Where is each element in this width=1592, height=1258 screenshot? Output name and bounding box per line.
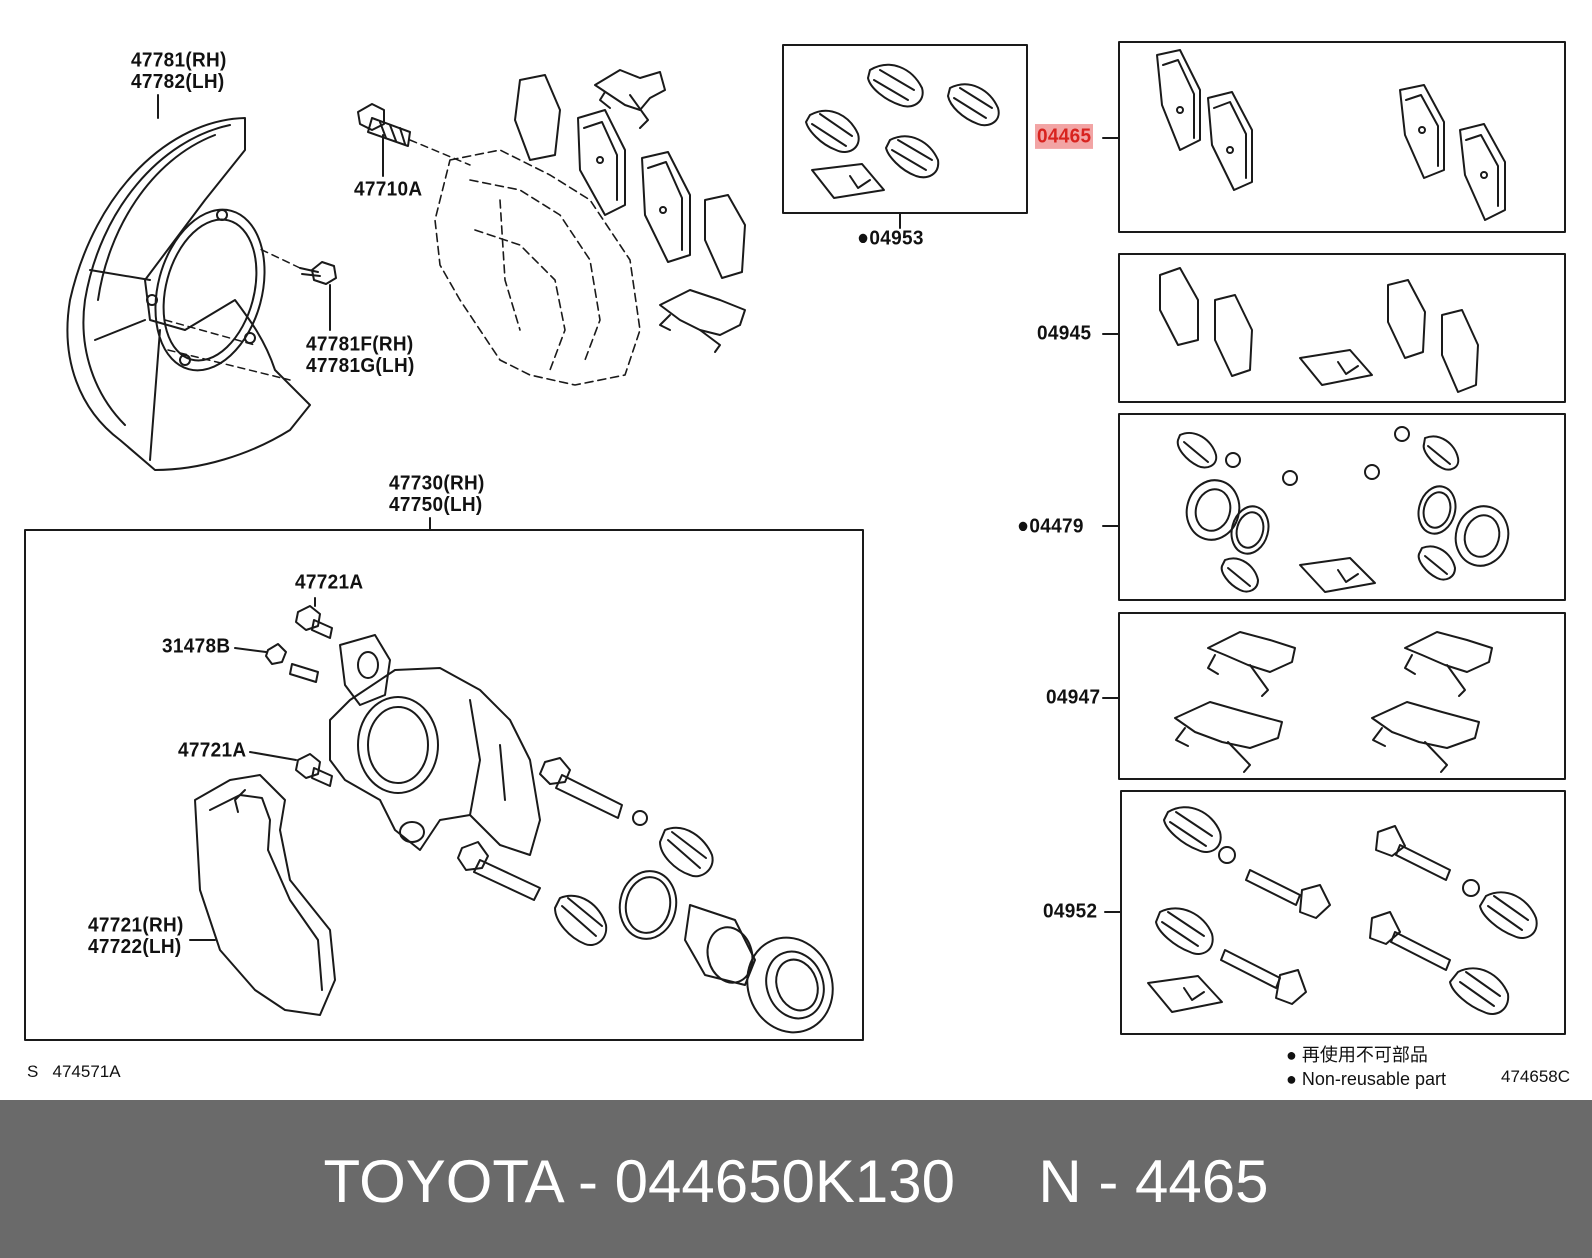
label-04952: 04952 xyxy=(1043,900,1098,923)
legend-line-en: ● Non-reusable part xyxy=(1286,1067,1446,1091)
diagram-code-right: 474658C xyxy=(1501,1067,1571,1086)
kit-04952-pins-boots-drawing xyxy=(1147,806,1538,1015)
footer-banner xyxy=(0,1100,1592,1258)
label-04953-text: 04953 xyxy=(869,227,924,250)
non-reusable-bullet-icon: ● xyxy=(1017,514,1030,538)
label-47721A-top: 47721A xyxy=(295,571,364,594)
boots-drawing xyxy=(554,826,714,946)
kit-box-04953 xyxy=(782,44,1028,214)
caliper-assembly-frame xyxy=(24,529,864,1041)
label-47721A-mid: 47721A xyxy=(178,739,247,762)
kit-04479-seals-drawing xyxy=(1176,426,1510,593)
legend-bullet-icon: ● xyxy=(1286,1069,1297,1089)
slide-pins-drawing xyxy=(457,757,648,901)
kit-04945-shims-drawing xyxy=(1159,267,1479,393)
kit-box-04947 xyxy=(1118,612,1566,780)
label-47750-lh: 47750(LH) xyxy=(389,493,483,517)
pads-upper-drawing xyxy=(514,74,746,279)
diagram-code-left: S 474571A xyxy=(27,1062,121,1082)
legend-en-text: Non-reusable part xyxy=(1301,1069,1446,1089)
label-47781G-lh: 47781G(LH) xyxy=(306,354,415,378)
bleeder-screws-drawing xyxy=(265,605,333,787)
non-reusable-bullet-icon: ● xyxy=(857,226,870,250)
kit-04947-clips-drawing xyxy=(1174,631,1493,773)
screw-47781F-drawing xyxy=(257,247,337,285)
leader-47721A-mid xyxy=(249,751,297,761)
label-04945: 04945 xyxy=(1037,322,1092,345)
non-reusable-legend: ● 再使用不可部品 ● Non-reusable part xyxy=(1286,1043,1446,1091)
pad-wear-plate-drawing xyxy=(194,774,336,1016)
brake-caliper-exploded-diagram xyxy=(24,41,1566,1041)
label-04953: ●04953 xyxy=(857,227,924,250)
label-04465-highlighted: 04465 xyxy=(1035,124,1094,149)
label-47782-lh: 47782(LH) xyxy=(131,70,225,94)
label-47721-rh: 47721(RH) xyxy=(88,914,184,937)
label-47781-rh: 47781(RH) xyxy=(131,49,227,72)
kit-04465-pads-drawing xyxy=(1156,49,1506,221)
label-47721-47722: 47721(RH) 47722(LH) xyxy=(88,915,184,958)
label-47730-47750: 47730(RH) 47750(LH) xyxy=(389,473,485,516)
label-47722-lh: 47722(LH) xyxy=(88,935,182,959)
label-47781-47782: 47781(RH) 47782(LH) xyxy=(131,50,227,93)
label-04465: 04465 xyxy=(1035,124,1094,149)
legend-jp-text: 再使用不可部品 xyxy=(1301,1045,1428,1065)
dust-shield-drawing xyxy=(66,117,311,471)
kit-box-04945 xyxy=(1118,253,1566,403)
label-04947: 04947 xyxy=(1046,686,1101,709)
piston-drawing xyxy=(684,904,756,986)
label-04479-text: 04479 xyxy=(1029,515,1084,538)
footer-part-title: TOYOTA - 044650K130 N - 4465 xyxy=(323,1148,1269,1215)
kit-04953-boots-drawing xyxy=(805,63,1000,199)
kit-box-04479 xyxy=(1118,413,1566,601)
leader-31478B xyxy=(234,647,267,653)
label-31478B: 31478B xyxy=(162,635,231,658)
legend-line-jp: ● 再使用不可部品 xyxy=(1286,1043,1446,1067)
bolt-47710A-drawing xyxy=(357,103,471,166)
label-47730-rh: 47730(RH) xyxy=(389,472,485,495)
caliper-body-drawing xyxy=(329,634,541,856)
legend-bullet-icon: ● xyxy=(1286,1045,1297,1065)
piston-seal-drawing xyxy=(618,870,678,940)
label-47710A: 47710A xyxy=(354,178,423,201)
shim-clip-lower-drawing xyxy=(659,289,746,353)
shim-clip-upper-drawing xyxy=(594,69,666,129)
label-04479: ●04479 xyxy=(1017,515,1084,538)
label-47781F-rh: 47781F(RH) xyxy=(306,333,414,356)
code-s: S xyxy=(27,1062,39,1081)
label-47781F-47781G: 47781F(RH) 47781G(LH) xyxy=(306,334,415,377)
caliper-mount-ghost-drawing xyxy=(434,149,641,386)
piston-boot-drawing xyxy=(746,936,834,1034)
code-474571A: 474571A xyxy=(52,1062,121,1081)
